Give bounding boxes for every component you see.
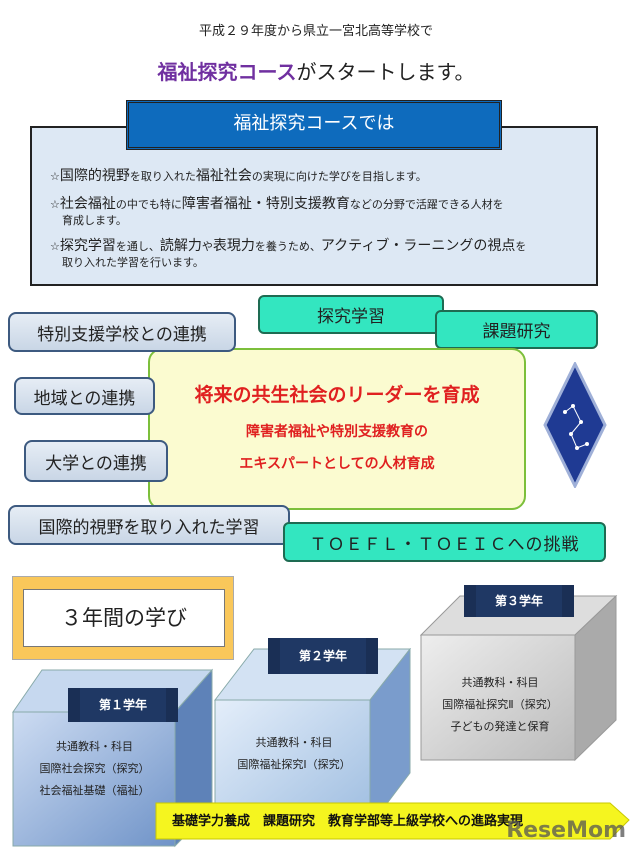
- year1-cube: [12, 668, 214, 848]
- year2-cube: [214, 648, 412, 828]
- intro-bullet: ☆社会福祉の中でも特に障害者福祉・特別支援教育などの分野で活躍できる人材を育成し…: [50, 196, 504, 227]
- progression-text: 基礎学力養成 課題研究 教育学部等上級学校への進路実現: [172, 814, 524, 829]
- feature-inquiry: 探究学習: [258, 295, 444, 334]
- year3-subjects: 共通教科・科目国際福祉探究Ⅱ（探究）子どもの発達と保育: [442, 676, 558, 733]
- feature-research: 課題研究: [435, 310, 598, 349]
- three-years-title: ３年間の学び: [23, 589, 225, 647]
- goal-line-3: エキスパートとしての人材育成: [239, 456, 435, 472]
- intro-title: 福祉探究コースでは: [126, 100, 502, 150]
- school-emblem-icon: [543, 362, 607, 488]
- year1-subjects: 共通教科・科目国際社会探究（探究）社会福祉基礎（福祉）: [39, 740, 150, 797]
- year2-label: 第２学年: [268, 638, 378, 674]
- watermark-logo: ReseMom: [506, 818, 626, 843]
- subtitle: 平成２９年度から県立一宮北高等学校で: [198, 24, 433, 39]
- year1-label: 第１学年: [68, 688, 178, 722]
- feature-special-school: 特別支援学校との連携: [8, 312, 236, 352]
- year2-subjects: 共通教科・科目国際福祉探究Ⅰ（探究）: [237, 736, 351, 771]
- feature-university: 大学との連携: [24, 440, 168, 482]
- headline-rest: がスタートします。: [296, 60, 475, 84]
- year3-label: 第３学年: [464, 585, 574, 617]
- feature-global: 国際的視野を取り入れた学習: [8, 505, 290, 545]
- goal-line-2: 障害者福祉や特別支援教育の: [246, 424, 428, 440]
- headline: 福祉探究コースがスタートします。: [0, 56, 632, 85]
- intro-bullet: ☆国際的視野を取り入れた福祉社会の実現に向けた学びを目指します。: [50, 168, 427, 184]
- intro-bullet: ☆探究学習を通し、読解力や表現力を養うため、アクティブ・ラーニングの視点を取り入…: [50, 238, 527, 269]
- feature-community: 地域との連携: [14, 377, 155, 415]
- center-goal-box: 将来の共生社会のリーダーを育成 障害者福祉や特別支援教育の エキスパートとしての…: [148, 348, 526, 510]
- course-name: 福祉探究コース: [157, 60, 297, 84]
- progression-arrow: [155, 802, 630, 840]
- feature-toefl: ＴＯＥＦＬ・ＴＯＥＩＣへの挑戦: [283, 522, 606, 562]
- three-years-label-box: ３年間の学び: [12, 576, 234, 660]
- intro-box: ☆国際的視野を取り入れた福祉社会の実現に向けた学びを目指します。 ☆社会福祉の中…: [30, 126, 598, 286]
- goal-line-1: 将来の共生社会のリーダーを育成: [194, 384, 480, 406]
